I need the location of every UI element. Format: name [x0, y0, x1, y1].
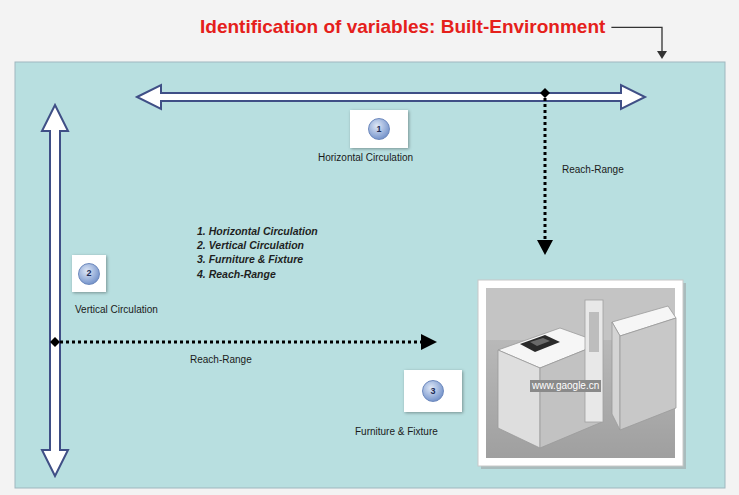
turnstile — [620, 318, 676, 430]
arrow-label: Reach-Range — [562, 164, 624, 176]
dot — [50, 337, 60, 347]
turnstile-post — [585, 300, 603, 422]
callout-number: 1 — [376, 125, 381, 134]
arrow-label: Vertical Circulation — [75, 304, 158, 316]
card-reader — [520, 335, 560, 352]
arrowhead — [421, 334, 437, 350]
list-item: 3. Furniture & Fixture — [197, 253, 303, 266]
arrow-label: Horizontal Circulation — [318, 152, 413, 164]
turnstile-post — [589, 312, 599, 352]
callout-badge: 1 — [350, 110, 408, 148]
list-item: 2. Vertical Circulation — [197, 239, 304, 252]
list-item: 4. Reach-Range — [197, 268, 276, 281]
photo-frame — [478, 280, 683, 466]
list-item: 1. Horizontal Circulation — [197, 225, 318, 238]
watermark: www.gaogle.cn — [530, 380, 601, 392]
badge-circle: 1 — [368, 118, 390, 140]
callout-badge: 3 — [404, 370, 462, 412]
turnstile — [612, 322, 620, 430]
arrowhead — [657, 51, 667, 59]
arrow-label: Reach-Range — [190, 354, 252, 366]
dotted-arrow — [60, 341, 421, 344]
dotted-arrow — [544, 98, 547, 240]
badge-circle: 2 — [78, 263, 100, 285]
dot — [540, 88, 550, 98]
card-reader — [530, 338, 550, 346]
arrow-label: Furniture & Fixture — [355, 426, 438, 438]
diagram-title: Identification of variables: Built-Envir… — [200, 16, 605, 39]
callout-number: 3 — [430, 387, 435, 396]
badge-circle: 3 — [422, 380, 444, 402]
callout-badge: 2 — [72, 255, 106, 292]
arrowhead — [537, 240, 553, 255]
leader-line — [611, 27, 662, 52]
callout-number: 2 — [86, 269, 91, 278]
photo-shadow — [481, 283, 686, 469]
photo — [486, 288, 675, 458]
panel — [15, 62, 725, 488]
turnstile — [498, 350, 540, 448]
double-arrow — [42, 105, 68, 476]
double-arrow — [137, 85, 645, 109]
